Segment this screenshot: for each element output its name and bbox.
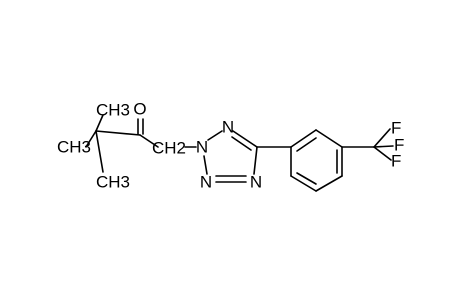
bond-benz-1-2 [290,129,317,148]
bond-benz-4-5 [315,175,343,192]
label-methyl-left: CH3 [57,138,91,157]
bond-cq-methyl-bottom [95,130,104,173]
bond-c5-n4 [253,146,258,175]
label-n2: N [196,138,208,157]
label-f2: F [394,136,404,155]
label-n4: N [250,173,262,192]
label-oxygen: O [133,100,146,119]
bond-n1-c5-double [231,136,252,151]
label-n1: N [222,118,234,137]
bond-benz-2-3 [315,129,343,148]
bond-benz-inner-c [296,172,317,185]
bond-benz-inner-a [296,137,317,152]
label-ch2: CH2 [152,139,186,158]
bond-cf3-f1 [373,128,391,148]
bond-cq-methyl-top [95,114,104,132]
bond-n3-n2 [203,155,208,175]
atom-labels: CH3 O CH3 CH3 CH2 N N N N F F F [57,100,404,192]
label-f3: F [391,152,401,171]
bond-cf3-f2 [373,145,394,148]
bond-cf3-f3 [373,146,392,161]
bond-n1-c5 [232,130,258,148]
label-f1: F [391,119,401,138]
bond-benz-5-6 [290,175,317,192]
label-methyl-top: CH3 [96,101,130,120]
label-methyl-bottom: CH3 [96,173,130,192]
bond-cq-methyl-left [85,130,97,148]
bond-n2-n1 [207,130,223,141]
bond-cq-carbonyl [95,130,141,136]
label-n3: N [200,173,212,192]
bonds [85,114,394,192]
bond-carbonyl-ch2 [139,134,159,148]
